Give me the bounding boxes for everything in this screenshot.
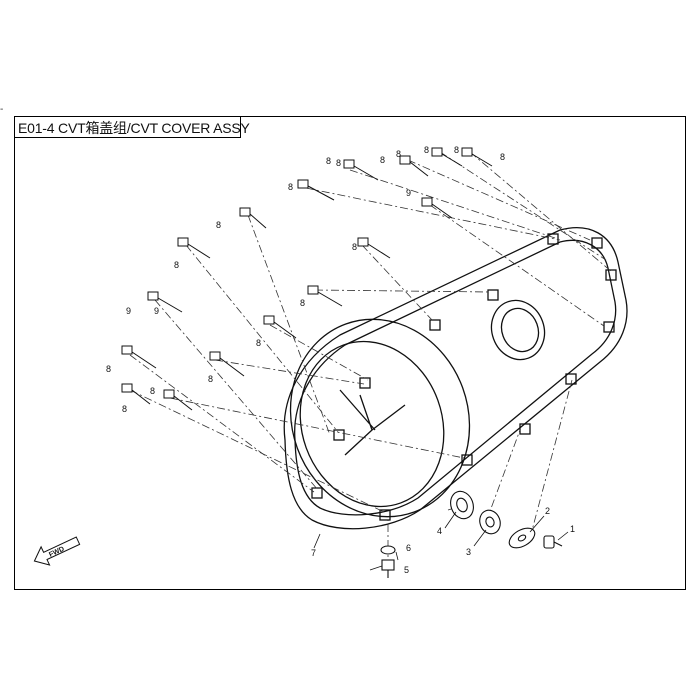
bolt-12 xyxy=(263,315,297,339)
part-label-1: 1 xyxy=(570,524,575,534)
bolt-11 xyxy=(147,291,183,313)
leader-lines xyxy=(313,511,569,571)
bolt-label: 8 xyxy=(208,374,213,384)
bolt-10 xyxy=(307,285,343,307)
bolt-label: 8 xyxy=(106,364,111,374)
title-box xyxy=(14,116,241,138)
bolt-03 xyxy=(431,147,463,167)
part-label-2: 2 xyxy=(545,506,550,516)
bolt-label: 8 xyxy=(288,182,293,192)
part-5-plug xyxy=(381,559,395,578)
part-label-7: 7 xyxy=(311,548,316,558)
bolt-label: 8 xyxy=(352,242,357,252)
part-4-bearing xyxy=(450,490,474,520)
bolt-label: 8 xyxy=(122,404,127,414)
part-3-seal xyxy=(479,509,501,535)
bolt-02 xyxy=(399,155,429,177)
bolts xyxy=(121,147,493,411)
bolt-09 xyxy=(177,237,211,259)
bolt-01 xyxy=(343,159,379,181)
bolt-label: 8 xyxy=(380,155,385,165)
bolt-label: 8 xyxy=(396,149,401,159)
bolt-label: 8 xyxy=(256,338,261,348)
bolt-14 xyxy=(121,345,157,369)
bolt-15 xyxy=(121,383,151,405)
diagram-title: E01-4 CVT箱盖组/CVT COVER ASSY xyxy=(18,120,250,136)
part-label-5: 5 xyxy=(404,565,409,575)
bolt-05 xyxy=(297,179,335,201)
bolt-callouts: 8 8 8 8 8 8 9 8 8 8 9 8 8 8 8 8 8 8 9 8 xyxy=(106,145,505,414)
drawing-frame xyxy=(14,116,686,590)
part-label-6: 6 xyxy=(406,543,411,553)
bolt-06 xyxy=(421,197,453,219)
part-6-washer xyxy=(380,545,396,555)
bolt-label: 8 xyxy=(500,152,505,162)
part-callouts: 1 2 3 4 5 6 7 xyxy=(311,506,575,575)
bolt-label: 8 xyxy=(326,156,331,166)
bolt-label: 8 xyxy=(174,260,179,270)
bolt-label: 8 xyxy=(424,145,429,155)
small-parts xyxy=(380,490,563,578)
part-1-screw xyxy=(543,535,563,549)
bolt-label: 8 xyxy=(150,386,155,396)
fwd-label: FWD xyxy=(48,546,65,559)
bolt-13 xyxy=(209,351,245,377)
bolt-08 xyxy=(357,237,391,259)
bolt-label: 8 xyxy=(454,145,459,155)
cvt-cover xyxy=(283,227,628,530)
bolt-07 xyxy=(239,207,267,229)
bolt-label: 9 xyxy=(406,188,411,198)
bolt-label: 8 xyxy=(336,158,341,168)
part-2-washer xyxy=(508,527,536,549)
bolt-16 xyxy=(163,389,193,411)
assembly-lines xyxy=(129,151,613,568)
bolt-label: 9 xyxy=(154,306,159,316)
fwd-arrow-icon: FWD xyxy=(33,536,81,566)
bolt-04 xyxy=(461,147,493,167)
bolt-label: 8 xyxy=(300,298,305,308)
bolt-label: 8 xyxy=(216,220,221,230)
part-label-3: 3 xyxy=(466,547,471,557)
bolt-label: 9 xyxy=(126,306,131,316)
part-label-4: 4 xyxy=(437,526,442,536)
stray-mark: - xyxy=(0,104,4,115)
